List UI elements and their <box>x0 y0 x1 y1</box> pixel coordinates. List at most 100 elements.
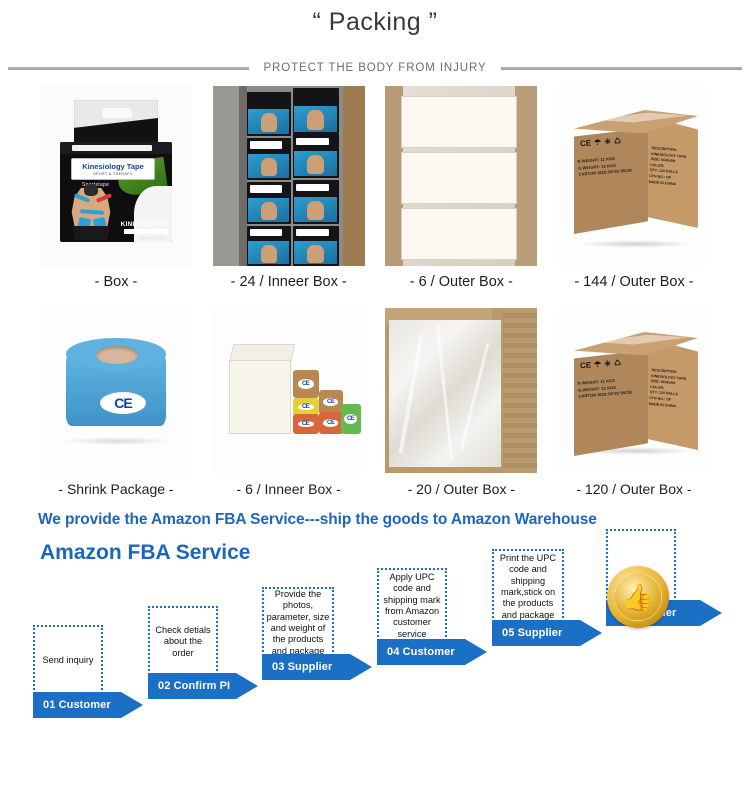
flow-step-02-note: Check detials about the order <box>148 606 218 678</box>
stack-photo <box>294 196 337 223</box>
box-body: Kinesiology Tape SPORT & THERAPY Sportst… <box>60 142 172 242</box>
page-title: “ Packing ” <box>312 8 438 36</box>
product-retail-box-image: Kinesiology Tape SPORT & THERAPY Sportst… <box>40 86 192 266</box>
ce-mark-badge: CE <box>323 419 339 427</box>
carton-sealing-tape <box>591 334 688 345</box>
carton-side-panel <box>645 116 698 228</box>
flow-step-01-label: 01 Customer <box>33 692 143 718</box>
retail-box-stack-item <box>292 134 339 178</box>
flow-step-05-label: 05 Supplier <box>492 620 602 646</box>
retail-box-stack-item <box>292 226 339 266</box>
tape-roll-orange: CE <box>292 414 319 434</box>
retail-box-stack-item <box>292 180 339 224</box>
divider-rule-left <box>8 66 250 70</box>
gallery-caption: - 6 / Outer Box - <box>409 274 513 290</box>
poly-bags-carton-image <box>385 308 538 473</box>
gallery-caption: - 24 / Inneer Box - <box>230 274 347 290</box>
carton-sealing-tape <box>591 112 688 123</box>
inner-box-retail-image <box>212 86 365 266</box>
stack-label <box>296 137 330 146</box>
stack-photo <box>294 105 337 133</box>
carton-front-panel <box>573 350 648 456</box>
roll-core-hole <box>96 346 138 364</box>
ce-mark-icon: CE <box>579 360 592 371</box>
box-top-label <box>72 145 152 151</box>
carton-wall-right <box>515 86 538 266</box>
roll-shadow <box>64 437 170 445</box>
stack-label <box>250 229 282 237</box>
ce-mark-badge: CE <box>297 420 314 428</box>
tape-roll-tan-2: CE <box>318 390 343 414</box>
gallery-caption: - 144 / Outer Box - <box>574 274 694 290</box>
section-divider: PROTECT THE BODY FROM INJURY <box>0 54 750 82</box>
ce-mark-badge: CE <box>344 413 357 425</box>
fba-process-flowchart: Send inquiry 01 Customer Check detials a… <box>0 529 750 739</box>
box-footer-note: 5cm x 5m ROLL <box>139 236 165 240</box>
flow-step-03-note: Provide the photos, parameter, size and … <box>262 587 334 659</box>
kraft-carton-image: CE ☂ ✳ ♺ N.WEIGHT: 11 KGS G.WEIGHT: 12 K… <box>557 86 710 266</box>
umbrella-icon: ☂ <box>593 137 602 148</box>
flow-step-05-note: Print the UPC code and shipping mark,sti… <box>492 549 564 625</box>
gallery-caption: - 20 / Outer Box - <box>407 481 515 497</box>
ce-mark-badge: CE <box>100 392 146 414</box>
retail-box-stack-item <box>292 88 339 134</box>
stack-photo <box>248 241 289 265</box>
stack-label <box>296 183 330 192</box>
fba-promo-heading: Amazon FBA Service <box>40 541 251 564</box>
flow-step-01-note: Send inquiry <box>33 625 103 697</box>
box-footer-bar <box>124 229 168 234</box>
ce-mark-icon: CE <box>579 138 592 149</box>
medal-inner-ring: 👍 <box>614 573 662 621</box>
packing-gallery: Kinesiology Tape SPORT & THERAPY Sportst… <box>0 82 750 501</box>
ce-mark-badge: CE <box>323 397 339 407</box>
thumbs-up-icon: 👍 <box>621 582 655 612</box>
umbrella-icon: ☂ <box>593 359 602 370</box>
inner-box-kraft-right <box>342 86 365 266</box>
gallery-item-outer-box-144: CE ☂ ✳ ♺ N.WEIGHT: 11 KGS G.WEIGHT: 12 K… <box>557 86 710 294</box>
blue-tape-roll-image: CE <box>40 308 192 473</box>
tape-roll-yellow: CE <box>292 398 319 416</box>
fba-promo-line: We provide the Amazon FBA Service---ship… <box>38 511 597 528</box>
gallery-caption: - Shrink Package - <box>58 481 174 497</box>
flow-step-02-label: 02 Confirm PI <box>148 673 258 699</box>
carton-front-panel <box>573 128 648 234</box>
recycle-icon: ♺ <box>613 358 622 368</box>
thumbs-up-medal-icon: 👍 <box>607 566 669 628</box>
gallery-row-2: CE - Shrink Package - CE CE CE CE CE CE … <box>40 308 710 501</box>
gallery-item-inner-box-6: CE CE CE CE CE CE - 6 / Inneer Box - <box>212 308 365 501</box>
inner-box-rolls-image: CE CE CE CE CE CE <box>212 308 365 473</box>
box-model-shorts <box>72 226 110 240</box>
carton-spec-block: DESCRIPTION: KINESIOLOGY TAPE SIZE: 5CMx… <box>648 368 699 411</box>
gallery-item-inner-box-24: - 24 / Inneer Box - <box>212 86 365 294</box>
gallery-caption: - 6 / Inneer Box - <box>236 481 341 497</box>
carton-wall-left <box>385 86 404 266</box>
flow-step-03-label: 03 Supplier <box>262 654 372 680</box>
retail-box-stack-item <box>246 182 291 224</box>
gallery-item-outer-box-20: - 20 / Outer Box - <box>385 308 538 501</box>
inner-box-wall-left <box>212 86 239 266</box>
carton-spec-block: DESCRIPTION: KINESIOLOGY TAPE SIZE: 5CMx… <box>648 146 699 189</box>
white-inner-box <box>401 152 518 204</box>
divider-rule-right <box>500 66 743 70</box>
inner-box-wall-shadow <box>238 86 247 266</box>
retail-box-stack-item <box>246 226 291 266</box>
tape-roll-green: CE <box>340 404 361 434</box>
stack-photo <box>294 241 337 265</box>
tape-roll-orange-2: CE <box>318 412 343 434</box>
stack-photo <box>248 108 289 135</box>
carton-side-panel <box>645 338 698 450</box>
box-front-label: Kinesiology Tape SPORT & THERAPY <box>71 158 155 180</box>
white-boxes-carton-image <box>385 86 538 266</box>
tape-roll-tan: CE <box>292 370 319 398</box>
kraft-carton-image-2: CE ☂ ✳ ♺ N.WEIGHT: 11 KGS G.WEIGHT: 12 K… <box>557 308 710 473</box>
box-model-head <box>84 184 98 196</box>
inner-box-body <box>228 360 291 434</box>
carton-shadow <box>575 240 696 248</box>
stack-photo <box>294 150 337 177</box>
no-sun-icon: ✳ <box>603 359 612 369</box>
box-top-strip <box>60 142 172 154</box>
gallery-item-outer-box-6: - 6 / Outer Box - <box>385 86 538 294</box>
gallery-item-outer-box-120: CE ☂ ✳ ♺ N.WEIGHT: 11 KGS G.WEIGHT: 12 K… <box>557 308 710 501</box>
box-brand-label: Kinesiology Tape <box>82 161 144 171</box>
flow-step-04-note: Apply UPC code and shipping mark from Am… <box>377 568 447 644</box>
